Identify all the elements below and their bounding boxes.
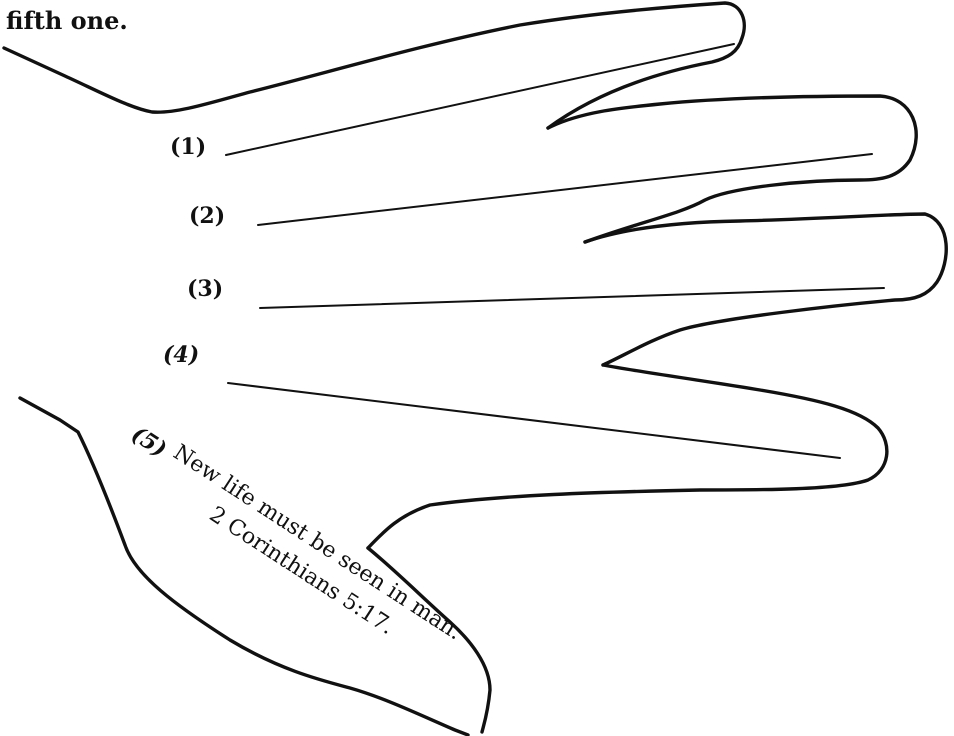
thumb-text-group: (5) New life must be seen in man. 2 Cori…: [127, 421, 466, 645]
thumb-outline: [366, 546, 492, 734]
finger-number-2: (2): [189, 203, 225, 229]
arm-outline: [18, 396, 470, 736]
header-text: fifth one.: [6, 6, 128, 35]
little-finger-outline: [366, 363, 889, 550]
index-finger-outline: [2, 1, 746, 130]
finger-number-4: (4): [163, 342, 199, 368]
thumb-number: (5): [127, 421, 171, 462]
answer-line-2: [257, 153, 873, 226]
middle-finger-outline: [546, 94, 918, 244]
thumb-statement: New life must be seen in man.: [169, 440, 466, 645]
finger-number-1: (1): [170, 134, 206, 160]
ring-finger-outline: [583, 212, 948, 367]
answer-line-3: [259, 287, 885, 309]
answer-lines: [225, 43, 885, 459]
answer-line-4: [227, 382, 841, 459]
finger-number-3: (3): [187, 276, 223, 302]
answer-line-1: [225, 43, 735, 156]
